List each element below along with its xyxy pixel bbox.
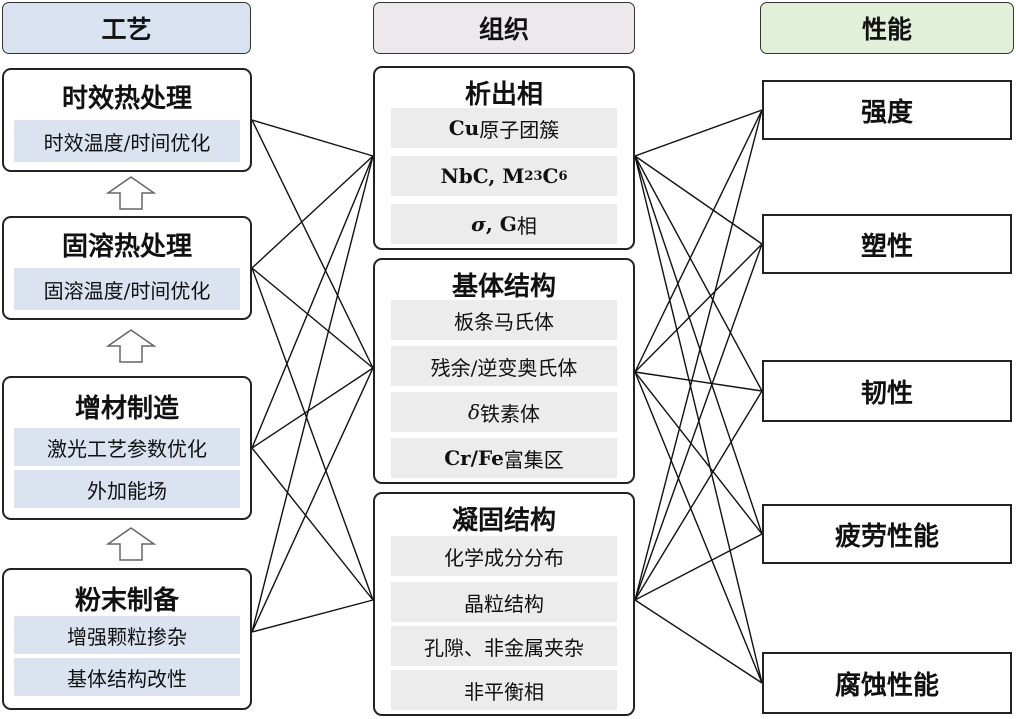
- connection-line: [634, 109, 763, 373]
- structure-item: 板条马氏体: [391, 300, 617, 340]
- structure-title: 凝固结构: [451, 506, 556, 536]
- structure-item: 化学成分分布: [391, 536, 617, 576]
- process-item: 激光工艺参数优化: [14, 428, 240, 466]
- connection-line: [251, 367, 374, 449]
- connection-line: [634, 243, 763, 373]
- connection-line: [634, 155, 763, 684]
- process-item: 时效温度/时间优化: [14, 120, 240, 162]
- connection-line: [634, 371, 763, 535]
- process-solution-box: 固溶热处理 固溶温度/时间优化: [2, 216, 252, 320]
- connection-line: [251, 155, 374, 449]
- connection-line: [251, 599, 374, 633]
- connection-line: [251, 367, 374, 633]
- up-arrow-icon: [105, 176, 157, 210]
- process-title: 粉末制备: [74, 586, 179, 616]
- performance-corrosion-box: 腐蚀性能: [762, 652, 1012, 714]
- process-title: 固溶热处理: [61, 232, 192, 262]
- connection-line: [634, 109, 763, 601]
- up-arrow-icon: [105, 527, 157, 561]
- structure-item: 非平衡相: [391, 670, 617, 710]
- connection-line: [251, 119, 374, 369]
- performance-toughness-box: 韧性: [762, 360, 1012, 422]
- connection-line: [634, 155, 763, 535]
- process-powder-box: 粉末制备 增强颗粒掺杂 基体结构改性: [2, 568, 252, 710]
- structure-title: 基体结构: [451, 272, 556, 302]
- structure-item: 孔隙、非金属夹杂: [391, 626, 617, 666]
- process-item: 增强颗粒掺杂: [14, 616, 240, 654]
- connection-line: [251, 267, 374, 369]
- structure-header: 组织: [373, 2, 635, 54]
- up-arrow-icon: [105, 329, 157, 363]
- connection-line: [634, 243, 763, 601]
- connection-line: [634, 533, 763, 601]
- process-header: 工艺: [2, 2, 251, 54]
- process-am-box: 增材制造 激光工艺参数优化 外加能场: [2, 376, 252, 520]
- structure-title: 析出相: [464, 80, 543, 110]
- connection-line: [634, 371, 763, 392]
- connection-line: [251, 155, 374, 269]
- process-title: 增材制造: [74, 394, 179, 424]
- performance-plasticity-box: 塑性: [762, 214, 1012, 274]
- structure-item: 晶粒结构: [391, 582, 617, 622]
- structure-solidification-box: 凝固结构 化学成分分布 晶粒结构 孔隙、非金属夹杂 非平衡相: [373, 492, 635, 716]
- process-title: 时效热处理: [61, 84, 192, 114]
- connection-line: [634, 109, 763, 157]
- performance-strength-box: 强度: [762, 80, 1012, 140]
- connection-line: [634, 371, 763, 684]
- process-aging-box: 时效热处理 时效温度/时间优化: [2, 68, 252, 172]
- connection-line: [251, 119, 374, 157]
- process-item: 基体结构改性: [14, 658, 240, 696]
- connection-line: [634, 155, 763, 392]
- process-item: 外加能场: [14, 470, 240, 508]
- process-item: 固溶温度/时间优化: [14, 268, 240, 310]
- connection-line: [634, 390, 763, 601]
- connection-line: [251, 267, 374, 601]
- performance-header: 性能: [760, 2, 1014, 54]
- connection-line: [634, 155, 763, 245]
- connection-line: [251, 155, 374, 633]
- connection-line: [634, 599, 763, 684]
- connection-line: [251, 447, 374, 601]
- structure-item: 残余/逆变奥氏体: [391, 346, 617, 386]
- performance-fatigue-box: 疲劳性能: [762, 504, 1012, 564]
